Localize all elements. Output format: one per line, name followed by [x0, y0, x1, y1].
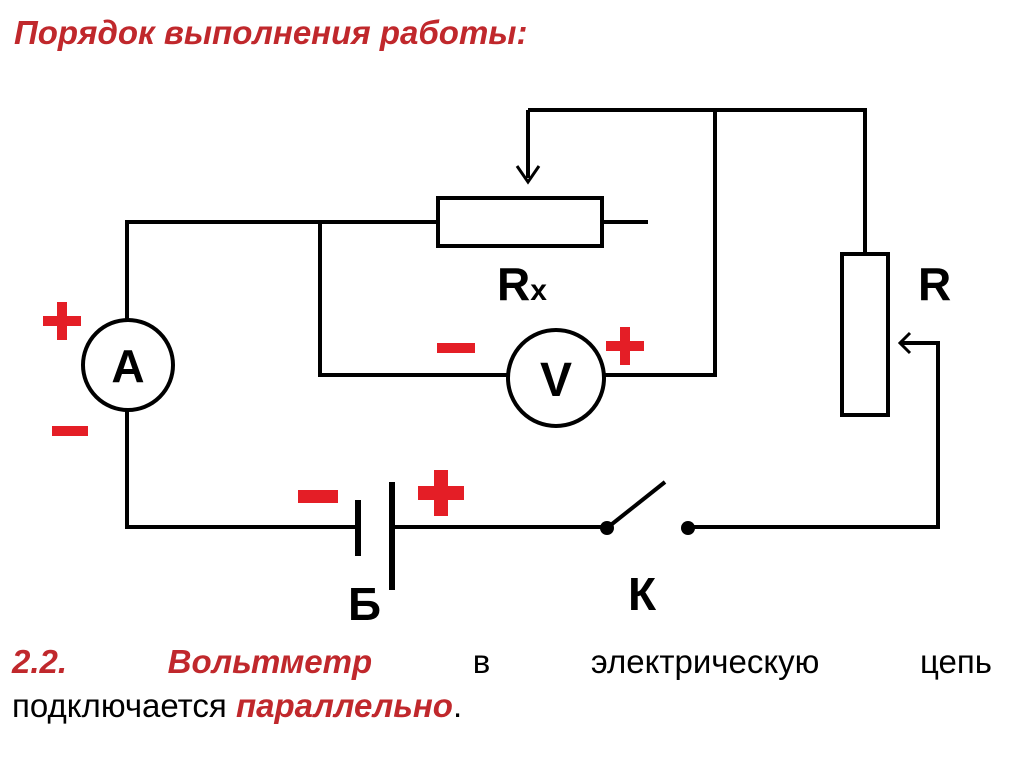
sentence-end: .: [452, 687, 463, 724]
battery-plus-sign: [418, 470, 464, 516]
ammeter-plus-sign: [43, 302, 81, 340]
step-number: 2.2.: [12, 643, 68, 680]
word-in: в: [472, 643, 491, 680]
resistor-rx: [436, 196, 604, 248]
rheostat-label: R: [918, 258, 951, 310]
subject-word: Вольтметр: [167, 643, 373, 680]
rheostat-slider-arrow: [897, 331, 912, 355]
instruction-line-2: подключается параллельно.: [12, 684, 992, 728]
circuit-wires: [125, 108, 940, 529]
key-switch: [600, 480, 695, 535]
instruction-text: 2.2. Вольтметр в электрическую цепь подк…: [12, 640, 992, 728]
rx-label: Rx: [497, 258, 547, 310]
battery-label: Б: [348, 578, 381, 630]
slide-title: Порядок выполнения работы:: [14, 14, 528, 51]
voltmeter-plus-sign: [606, 327, 644, 365]
word-circuit: цепь: [920, 643, 992, 680]
voltmeter: V: [506, 328, 606, 428]
voltmeter-minus-sign: [437, 343, 475, 353]
ammeter: A: [81, 318, 175, 412]
word-electric: электрическую: [590, 643, 820, 680]
ammeter-minus-sign: [52, 426, 88, 436]
instruction-line-1: 2.2. Вольтметр в электрическую цепь: [12, 640, 992, 684]
ammeter-label: A: [111, 340, 144, 392]
rx-slider-arrow: [515, 110, 541, 185]
battery: [355, 482, 395, 590]
key-label: К: [628, 568, 657, 620]
voltmeter-label: V: [540, 354, 572, 407]
emphasis-word: параллельно: [235, 687, 453, 724]
line2-start: подключается: [12, 687, 227, 724]
rheostat-r: [840, 252, 890, 417]
battery-minus-sign: [298, 490, 338, 503]
